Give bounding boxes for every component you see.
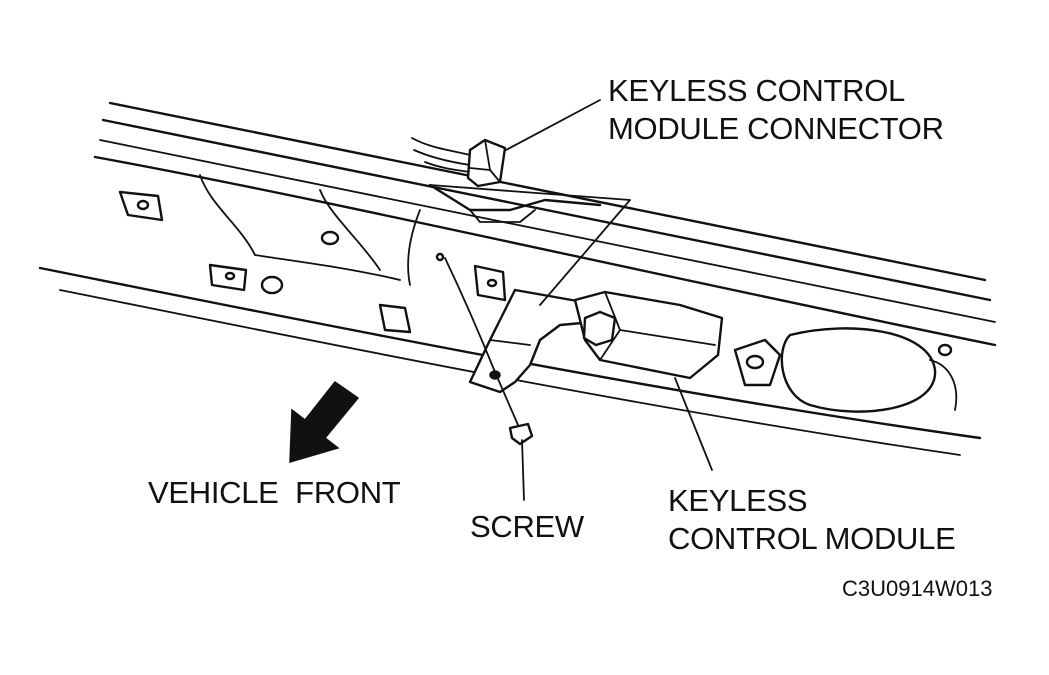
- vehicle-front-label: VEHICLE FRONT: [148, 475, 401, 510]
- module-label: KEYLESS CONTROL MODULE: [668, 482, 956, 558]
- cowl-panel: [38, 101, 997, 456]
- connector-label-line2: MODULE CONNECTOR: [608, 111, 944, 146]
- figure-code: C3U0914W013: [842, 576, 993, 601]
- leader-lines: [429, 99, 713, 501]
- module-label-line2: CONTROL MODULE: [668, 521, 956, 556]
- connector-label-line1: KEYLESS CONTROL: [608, 73, 905, 108]
- keyless-control-module-icon: [468, 288, 724, 394]
- module-label-line1: KEYLESS: [668, 483, 808, 518]
- vehicle-front-arrow-icon: [289, 380, 360, 464]
- connector-icon: [411, 137, 507, 188]
- screw-icon: [444, 257, 534, 446]
- connector-label: KEYLESS CONTROL MODULE CONNECTOR: [608, 72, 944, 148]
- screw-label: SCREW: [470, 509, 584, 544]
